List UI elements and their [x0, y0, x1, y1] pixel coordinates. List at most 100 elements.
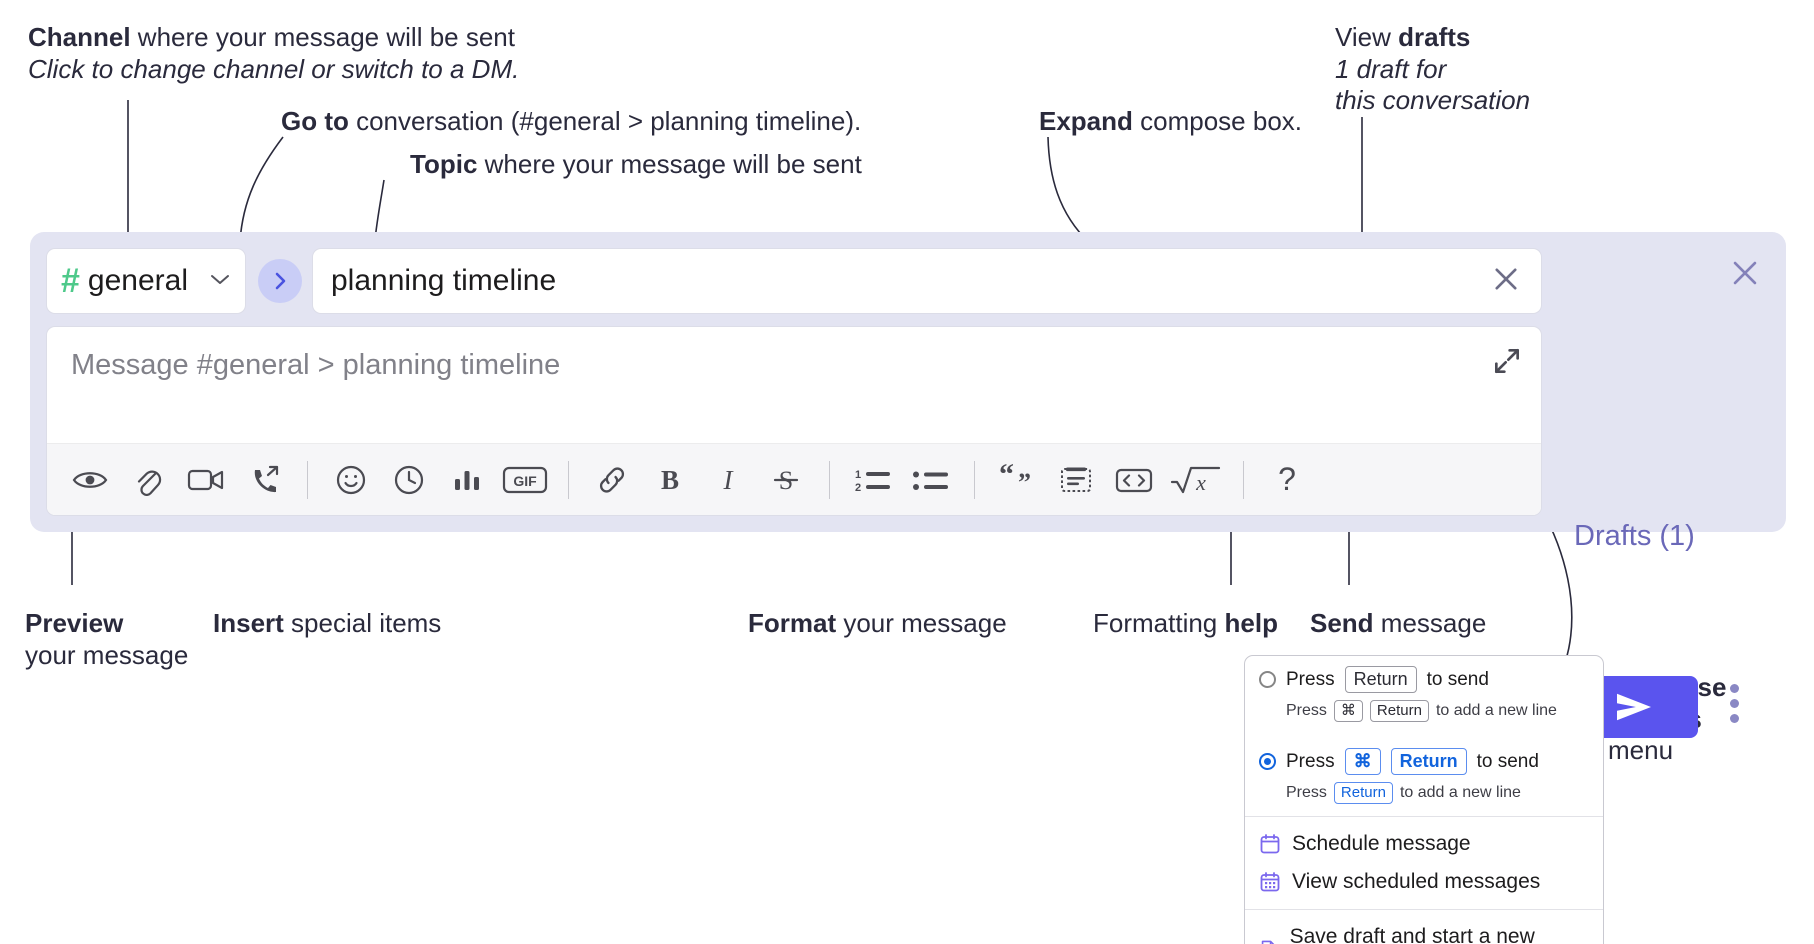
- annotation-drafts-italic1: 1 draft for: [1335, 53, 1447, 84]
- italic-button[interactable]: I: [699, 451, 757, 509]
- annotation-insert-bold: Insert: [213, 608, 284, 638]
- ordered-list-button[interactable]: 1 2: [844, 451, 902, 509]
- expand-compose-button[interactable]: [1491, 345, 1523, 382]
- channel-selector[interactable]: # general: [46, 248, 246, 314]
- bold-button[interactable]: B: [641, 451, 699, 509]
- ordered-list-icon: 1 2: [855, 469, 890, 494]
- option1-pre: Press: [1286, 668, 1335, 690]
- option1-sub-pre: Press: [1286, 702, 1327, 720]
- annotation-goto-rest: conversation (#general > planning timeli…: [348, 106, 862, 136]
- annotation-format: Format your message: [748, 608, 1007, 640]
- annotation-expand-rest: compose box.: [1132, 106, 1303, 136]
- topic-field[interactable]: planning timeline: [312, 248, 1542, 314]
- bold-icon: B: [661, 465, 679, 495]
- annotation-topic: Topic where your message will be sent: [410, 149, 862, 181]
- link-icon: [599, 466, 625, 493]
- preview-button[interactable]: [61, 451, 119, 509]
- annotation-help-bold: help: [1224, 608, 1278, 638]
- annotation-format-bold: Format: [748, 608, 837, 638]
- code-button[interactable]: [1105, 451, 1163, 509]
- svg-text:1: 1: [855, 469, 861, 481]
- code-block-button[interactable]: [1047, 451, 1105, 509]
- poll-icon: [455, 470, 479, 490]
- calendar-icon: [1260, 833, 1280, 854]
- bulleted-list-button[interactable]: [902, 451, 960, 509]
- radio-return-to-send[interactable]: [1259, 671, 1276, 689]
- gif-icon: GIF: [502, 466, 548, 493]
- annotation-goto-bold: Go to: [281, 106, 349, 136]
- math-button[interactable]: x: [1163, 451, 1229, 509]
- strikethrough-icon: S: [773, 466, 799, 495]
- strikethrough-button[interactable]: S: [757, 451, 815, 509]
- record-video-button[interactable]: [177, 451, 235, 509]
- annotation-send-rest: message: [1373, 608, 1487, 638]
- message-input-area[interactable]: Message #general > planning timeline: [46, 326, 1542, 516]
- attach-file-button[interactable]: [119, 451, 177, 509]
- annotation-format-rest: your message: [836, 608, 1007, 638]
- annotation-send: Send message: [1310, 608, 1486, 640]
- close-compose-button[interactable]: [1728, 256, 1762, 295]
- annotation-drafts: View drafts 1 draft for this conversatio…: [1335, 22, 1530, 117]
- formatting-help-button[interactable]: ?: [1258, 451, 1316, 509]
- save-draft-item[interactable]: Save draft and start a new message: [1245, 918, 1603, 944]
- drafts-link[interactable]: Drafts (1): [1574, 520, 1695, 552]
- goto-conversation-button[interactable]: [258, 259, 302, 303]
- message-placeholder: Message #general > planning timeline: [71, 349, 561, 381]
- annotation-insert: Insert special items: [213, 608, 441, 640]
- emoji-icon: [336, 465, 366, 494]
- annotation-help: Formatting help: [1093, 608, 1278, 640]
- more-options-icon-dot: [1730, 684, 1739, 693]
- clear-topic-button[interactable]: [1489, 262, 1523, 301]
- channel-name: general: [87, 264, 188, 297]
- toolbar-separator: [568, 460, 569, 499]
- attachment-icon: [137, 470, 162, 496]
- view-scheduled-messages-label: View scheduled messages: [1292, 869, 1541, 893]
- emoji-button[interactable]: [322, 451, 380, 509]
- view-scheduled-messages-item[interactable]: View scheduled messages: [1245, 863, 1603, 901]
- option2-pre: Press: [1286, 750, 1335, 772]
- svg-text:”: ”: [1018, 468, 1031, 496]
- annotation-expand: Expand compose box.: [1039, 106, 1302, 138]
- send-option-2[interactable]: Press ⌘ Return to send Press Return to a…: [1245, 747, 1603, 816]
- gif-button[interactable]: GIF: [496, 451, 554, 509]
- calendar-grid-icon: [1260, 871, 1280, 892]
- send-option-1[interactable]: Press Return to send Press ⌘ Return to a…: [1245, 656, 1603, 734]
- draft-group: Save draft and start a new message: [1245, 910, 1603, 944]
- topic-value: planning timeline: [331, 264, 557, 297]
- compose-content: # general planning timeline: [46, 248, 1542, 516]
- record-audio-button[interactable]: [235, 451, 293, 509]
- svg-text:I: I: [723, 465, 735, 495]
- math-icon: x: [1170, 466, 1221, 495]
- key-command: ⌘: [1333, 700, 1363, 722]
- annotation-channel-bold: Channel: [28, 22, 131, 52]
- poll-button[interactable]: [438, 451, 496, 509]
- annotation-channel: Channel where your message will be sent …: [28, 22, 519, 85]
- annotation-compose-options-rest: menu: [1608, 735, 1674, 766]
- reminder-button[interactable]: [380, 451, 438, 509]
- annotation-channel-italic: Click to change channel or switch to a D…: [28, 53, 520, 84]
- schedule-message-item[interactable]: Schedule message: [1245, 825, 1603, 863]
- option2-sub-pre: Press: [1286, 784, 1327, 802]
- option1-post: to send: [1426, 668, 1489, 690]
- svg-text:2: 2: [855, 482, 861, 494]
- clock-icon: [394, 465, 424, 494]
- compose-options-button[interactable]: [1730, 684, 1739, 723]
- option2-post: to send: [1476, 750, 1539, 772]
- annotation-channel-rest: where your message will be sent: [130, 22, 515, 52]
- annotation-topic-bold: Topic: [410, 149, 478, 179]
- link-button[interactable]: [583, 451, 641, 509]
- toolbar-separator: [307, 460, 308, 499]
- svg-text:“: “: [999, 464, 1014, 491]
- annotation-goto: Go to conversation (#general > planning …: [281, 106, 861, 138]
- annotation-preview-bold: Preview: [25, 608, 124, 638]
- chevron-down-icon: [209, 272, 231, 291]
- blockquote-button[interactable]: “ ”: [989, 451, 1047, 509]
- annotation-preview-line2: your message: [25, 639, 189, 670]
- annotation-drafts-italic2: this conversation: [1335, 85, 1531, 116]
- key-return: Return: [1333, 782, 1393, 804]
- annotation-send-bold: Send: [1310, 608, 1374, 638]
- radio-cmd-return-to-send[interactable]: [1259, 753, 1276, 771]
- hash-icon: #: [61, 262, 80, 300]
- send-icon: [1617, 693, 1651, 721]
